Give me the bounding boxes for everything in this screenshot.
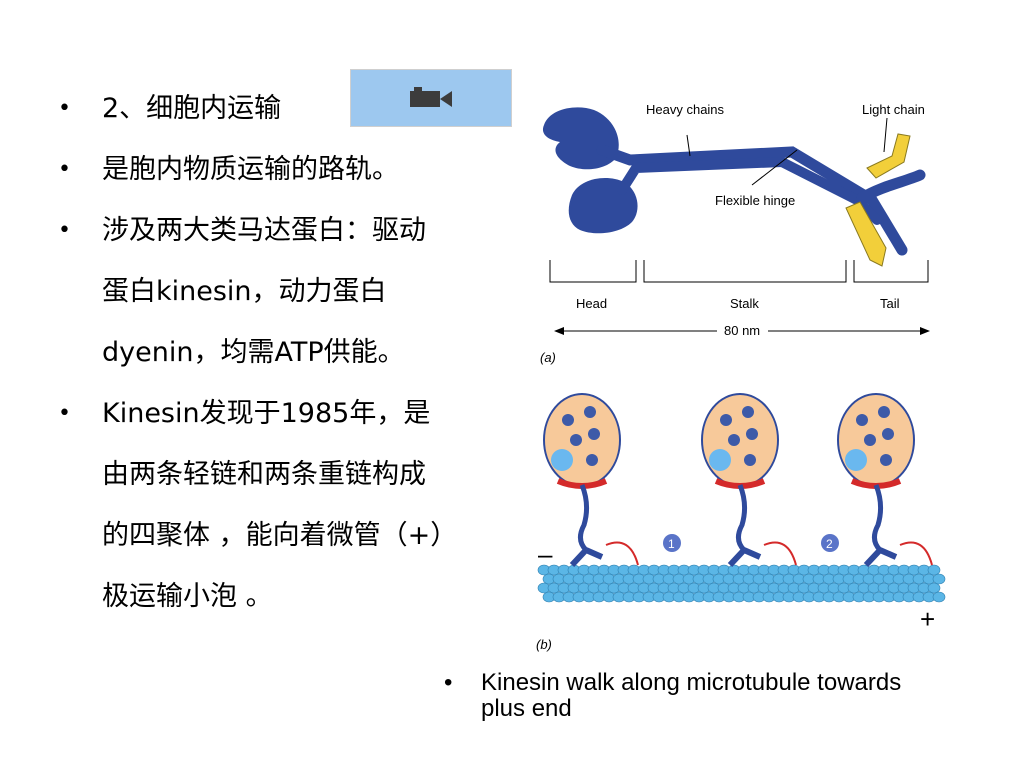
kinesin-motor-step-2: 2 xyxy=(701,393,839,568)
head-label: Head xyxy=(576,296,607,311)
bullet-marker: • xyxy=(58,218,71,243)
bullet-marker: • xyxy=(58,157,71,182)
bullet-item: • 2、细胞内运输 xyxy=(58,78,528,139)
heavy-chains-label: Heavy chains xyxy=(646,102,725,117)
step-number: 1 xyxy=(668,537,675,551)
bullet-list: • 2、细胞内运输 • 是胞内物质运输的路轨。 • 涉及两大类马达蛋白：驱动蛋白kines… xyxy=(58,78,528,627)
tail-label: Tail xyxy=(880,296,900,311)
region-brackets xyxy=(549,260,929,283)
bullet-line: 涉及两大类马达蛋白：驱动 xyxy=(102,215,426,246)
caption-text: Kinesin walk along microtubule towards p… xyxy=(481,669,902,722)
length-label: 80 nm xyxy=(724,323,760,338)
kinesin-structure-figure: Heavy chains Light chain Flexible hinge … xyxy=(540,102,930,365)
figure-caption: • Kinesin walk along microtubule towards… xyxy=(444,670,914,722)
kinesin-light-chains xyxy=(845,133,911,267)
bullet-item: • 涉及两大类马达蛋白：驱动蛋白kinesin，动力蛋白 dyenin，均需ATP供… xyxy=(58,200,528,383)
light-chain-label: Light chain xyxy=(862,102,925,117)
kinesin-motor-step-1: 1 xyxy=(543,393,681,568)
kinesin-motors: 1 23 xyxy=(543,393,933,568)
bullet-item: • Kinesin发现于1985年，是由两条轻链和两条重链构成的四聚体 ，能向着微… xyxy=(58,383,528,627)
bullet-line: dyenin，均需ATP供能。 xyxy=(102,337,405,368)
caption-bullet: • xyxy=(444,669,453,696)
bullet-line: 极运输小泡 。 xyxy=(102,581,273,612)
step-number: 2 xyxy=(826,537,833,551)
bullet-line: 2、细胞内运输 xyxy=(102,93,282,124)
kinesin-heavy-chains xyxy=(542,107,926,256)
video-camera-icon xyxy=(410,87,452,107)
plus-end-label: + xyxy=(920,604,935,634)
video-button[interactable] xyxy=(350,69,512,127)
minus-end-label: – xyxy=(538,539,553,569)
flexible-hinge-label: Flexible hinge xyxy=(715,193,795,208)
bullet-item: • 是胞内物质运输的路轨。 xyxy=(58,139,528,200)
bullet-line: 的四聚体 ，能向着微管（+） xyxy=(102,520,458,551)
bullet-line: 由两条轻链和两条重链构成 xyxy=(102,459,426,490)
bullet-marker: • xyxy=(58,401,71,426)
bullet-line: 是胞内物质运输的路轨。 xyxy=(102,154,399,185)
bullet-marker: • xyxy=(58,96,71,121)
bullet-line: Kinesin发现于1985年，是 xyxy=(102,398,431,429)
microtubule xyxy=(537,564,946,603)
stalk-label: Stalk xyxy=(730,296,759,311)
kinesin-walking-figure: 1 23 (b) – + xyxy=(536,393,946,652)
panel-b-label: (b) xyxy=(536,637,552,652)
kinesin-motor-step-3: 3 xyxy=(837,393,933,568)
bullet-line: 蛋白kinesin，动力蛋白 xyxy=(102,276,387,307)
panel-a-label: (a) xyxy=(540,350,556,365)
